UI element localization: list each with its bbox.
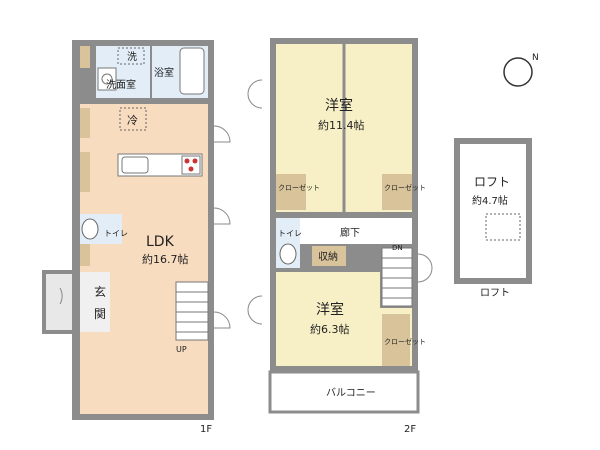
- loft-name: ロフト: [474, 175, 510, 189]
- hallway-label: 廊下: [340, 226, 360, 239]
- closet-2f-room-2-label: クローゼット: [384, 337, 426, 346]
- western-room-2-area: 約6.3帖: [310, 322, 350, 336]
- compass-needle-icon: [508, 62, 528, 82]
- balcony: [268, 370, 420, 414]
- door-2f-left: [247, 295, 263, 325]
- compass-ring: [503, 57, 533, 87]
- loft-area: 約4.7帖: [472, 194, 508, 207]
- floor-2-label: 2F: [404, 424, 416, 435]
- entrance-label-2: 関: [94, 307, 106, 321]
- door-1f-right-2: [213, 207, 231, 225]
- washing-machine-space: [117, 47, 145, 65]
- floor-1: 洗面室 洗 浴室 冷 トイレ LDK 約16.7帖 玄 関 UP 1F: [42, 40, 231, 435]
- ldk-area: 約16.7帖: [142, 252, 189, 266]
- fridge-space: [119, 107, 147, 131]
- closet-2f-left: [276, 174, 306, 210]
- movable-shelf-2: [80, 108, 90, 138]
- door-2f-right: [417, 253, 433, 283]
- bathtub: [179, 47, 205, 95]
- burner-3: [188, 166, 194, 172]
- loft: ロフト 約4.7帖 ロフト: [454, 138, 532, 299]
- washroom-label: 洗面室: [106, 78, 136, 91]
- stairs-2f-label: DN: [392, 244, 403, 252]
- western-room-1-name: 洋室: [325, 97, 353, 114]
- toilet-2f-bowl: [279, 243, 297, 265]
- fridge-label: 冷: [127, 114, 138, 127]
- kitchen-counter: [117, 153, 203, 177]
- entrance-label-1: 玄: [94, 284, 106, 299]
- wash-label: 洗: [127, 51, 137, 63]
- toilet-1f-bowl: [81, 218, 99, 240]
- ldk-name: LDK: [146, 234, 175, 250]
- closet-2f-right-label: クローゼット: [384, 183, 426, 192]
- western-room-2-name: 洋室: [316, 301, 344, 318]
- loft-hatch: [485, 213, 521, 241]
- wash-basin: [97, 67, 117, 91]
- stairs-1f-label: UP: [176, 345, 187, 354]
- storage-2f: [312, 246, 346, 266]
- stairs-1f: [175, 281, 209, 341]
- floor-1-label: 1F: [200, 424, 212, 435]
- bath-label: 浴室: [154, 66, 174, 79]
- burner-1: [184, 158, 190, 164]
- entrance-porch: [42, 270, 76, 334]
- closet-2f-room-2: [382, 314, 410, 366]
- stairs-2f: [381, 247, 413, 307]
- compass-north-label: N: [532, 53, 539, 63]
- basin-bowl: [101, 73, 113, 85]
- door-1f-right-3: [213, 311, 231, 329]
- door-entrance: [59, 287, 63, 305]
- loft-floor: [460, 144, 526, 278]
- storage-label: 収納: [318, 250, 338, 263]
- hallway-2f: [300, 218, 412, 244]
- movable-shelf-3: [80, 152, 90, 192]
- western-room-2-floor: [276, 272, 380, 366]
- window-2f-left: [247, 79, 263, 109]
- closet-2f-right: [382, 174, 412, 210]
- entrance-floor: [80, 272, 110, 332]
- western-room-1-area: 約11.4帖: [318, 118, 365, 132]
- closet-2f-left-label: クローゼット: [278, 183, 320, 192]
- balcony-label: バルコニー: [326, 387, 376, 399]
- burner-2: [192, 158, 198, 164]
- loft-caption: ロフト: [480, 288, 510, 299]
- floor-2: 洋室 約11.4帖 クローゼット クローゼット トイレ 収納 廊下 DN 洋室 …: [247, 38, 433, 435]
- door-1f-right-1: [213, 125, 231, 143]
- toilet-1f-label: トイレ: [104, 229, 128, 238]
- kitchen-sink: [121, 156, 149, 174]
- movable-shelf-1: [80, 46, 90, 68]
- toilet-2f-label: トイレ: [278, 229, 302, 238]
- compass: N: [503, 53, 539, 87]
- movable-shelf-4: [80, 244, 90, 266]
